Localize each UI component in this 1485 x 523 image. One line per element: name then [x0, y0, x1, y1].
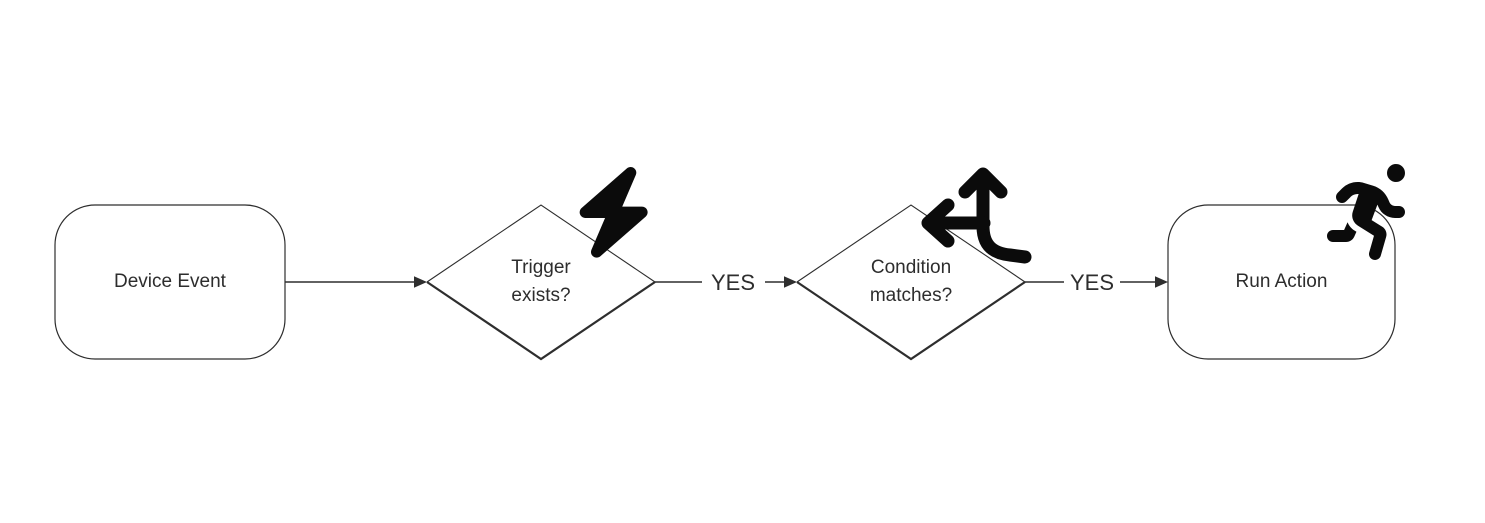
arrowhead-icon: [1155, 276, 1168, 288]
edge-condition-to-run-action: [1025, 276, 1168, 288]
bolt-icon: [579, 166, 648, 258]
arrowhead-icon: [414, 276, 427, 288]
edge-trigger-to-condition: [655, 276, 797, 288]
arrowhead-icon: [784, 276, 797, 288]
node-condition-matches: [796, 204, 1026, 361]
node-run-action: [1167, 204, 1396, 360]
split-arrows-up-left-icon: [921, 167, 1032, 264]
edge-device-event-to-trigger: [285, 276, 427, 288]
person-running-icon: [1327, 164, 1405, 261]
node-device-event: [54, 204, 286, 360]
